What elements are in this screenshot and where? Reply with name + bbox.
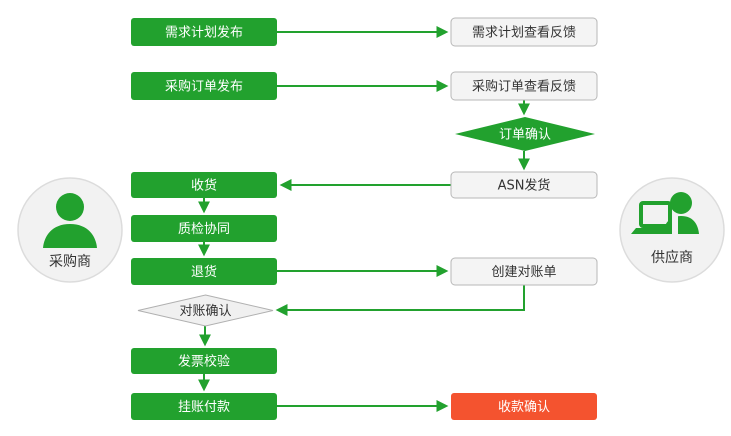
node-n8[interactable]: 质检协同 [131, 215, 277, 242]
node-n14-label: 收款确认 [498, 400, 550, 415]
node-n6-shape [450, 171, 598, 199]
node-n7-label: 收货 [191, 178, 217, 194]
node-n3[interactable]: 采购订单发布 [131, 72, 277, 100]
node-n2[interactable]: 需求计划查看反馈 [450, 17, 598, 47]
node-n1[interactable]: 需求计划发布 [131, 18, 277, 46]
node-n8-label: 质检协同 [178, 222, 230, 237]
node-n12-label: 发票校验 [178, 354, 230, 370]
node-n13[interactable]: 挂账付款 [131, 393, 277, 420]
node-n5-shape [455, 117, 595, 151]
node-n11-shape [137, 294, 274, 327]
node-n6-label: ASN发货 [498, 178, 551, 194]
actor-buyer-label: 采购商 [49, 254, 91, 270]
node-n10[interactable]: 创建对账单 [450, 257, 598, 286]
node-n2-label: 需求计划查看反馈 [472, 25, 576, 41]
node-n4[interactable]: 采购订单查看反馈 [450, 71, 598, 101]
edge-layer [198, 26, 530, 412]
node-n10-label: 创建对账单 [491, 265, 556, 280]
node-n3-label: 采购订单发布 [165, 79, 243, 95]
node-n9-shape [131, 258, 277, 285]
node-n11[interactable]: 对账确认 [137, 294, 274, 327]
actor-buyer[interactable]: 采购商 [17, 177, 123, 283]
node-n13-shape [131, 393, 277, 420]
node-n13-label: 挂账付款 [178, 400, 230, 415]
node-n6[interactable]: ASN发货 [450, 171, 598, 199]
node-n14-shape [451, 393, 597, 420]
node-n14[interactable]: 收款确认 [451, 393, 597, 420]
node-n9[interactable]: 退货 [131, 258, 277, 285]
node-n4-shape [450, 71, 598, 101]
node-n11-label: 对账确认 [179, 304, 231, 319]
node-n5[interactable]: 订单确认 [455, 117, 595, 151]
node-n4-label: 采购订单查看反馈 [472, 79, 576, 95]
node-n1-shape [131, 18, 277, 46]
node-n5-label: 订单确认 [499, 128, 551, 143]
node-n9-label: 退货 [191, 264, 217, 280]
actor-supplier-label: 供应商 [651, 249, 693, 266]
node-n10-shape [450, 257, 598, 286]
node-n2-shape [450, 17, 598, 47]
node-n3-shape [131, 72, 277, 100]
node-n7-shape [131, 172, 277, 198]
actor-supplier[interactable]: 供应商 [619, 177, 725, 283]
node-n8-shape [131, 215, 277, 242]
edge-n10-to-n11 [275, 285, 525, 316]
person-at-computer-icon [631, 192, 699, 234]
node-n12-shape [131, 348, 277, 374]
node-n7[interactable]: 收货 [131, 172, 277, 198]
node-n12[interactable]: 发票校验 [131, 348, 277, 374]
person-icon [43, 193, 97, 248]
node-n1-label: 需求计划发布 [165, 25, 243, 41]
